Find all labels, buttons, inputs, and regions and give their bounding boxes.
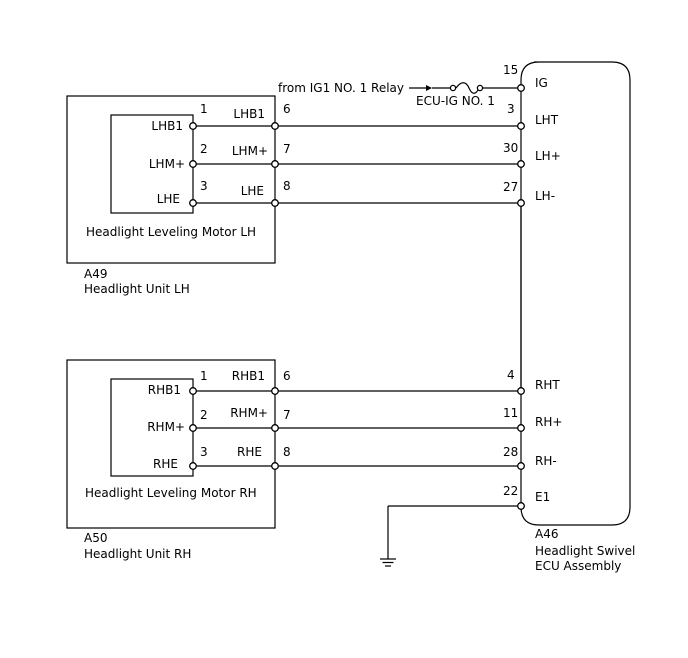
arrow-right-icon (426, 85, 432, 91)
motor-pin-number: 2 (200, 408, 208, 422)
ecu-pin-number: 30 (503, 141, 518, 155)
ecu-pin-number: 15 (503, 63, 518, 77)
terminal-pin (517, 502, 525, 510)
ecu-terminal-label: LH+ (535, 149, 561, 163)
ecu-pin-number: 11 (503, 406, 518, 420)
unit-terminal-label: LHE (241, 184, 264, 198)
ig-feed: from IG1 NO. 1 Relay ECU-IG NO. 1 (278, 81, 521, 108)
terminal-pin (189, 462, 197, 470)
motor-pin-number: 1 (200, 102, 208, 116)
motor-terminal-label: RHB1 (148, 383, 181, 397)
ecu-name-line2: ECU Assembly (535, 559, 621, 573)
terminal-pin (189, 122, 197, 130)
motor-pin-number: 3 (200, 445, 208, 459)
motor-name: Headlight Leveling Motor LH (86, 225, 256, 239)
terminal-pin (271, 387, 279, 395)
motor-pin-number: 2 (200, 142, 208, 156)
terminal-pin (271, 199, 279, 207)
ecu-connector-id: A46 (535, 527, 558, 541)
unit-name: Headlight Unit LH (84, 282, 190, 296)
ecu-terminal-label: IG (535, 76, 548, 90)
unit-pin-number: 6 (283, 369, 291, 383)
rh-unit-a50: RHB1 1 RHB1 6 RHM+ 2 RHM+ 7 RHE 3 RHE 8 … (66, 359, 525, 561)
unit-pin-number: 8 (283, 179, 291, 193)
ecu-terminal-label: LH- (535, 189, 555, 203)
unit-pin-number: 8 (283, 445, 291, 459)
terminal-pin (517, 462, 525, 470)
unit-name: Headlight Unit RH (84, 547, 191, 561)
ecu-terminal-label: RHT (535, 378, 560, 392)
ecu-terminal-label: RH+ (535, 415, 562, 429)
motor-pin-number: 1 (200, 369, 208, 383)
ground-icon (380, 558, 396, 567)
ecu-pin-number: 4 (507, 368, 515, 382)
fuse-label: ECU-IG NO. 1 (416, 94, 495, 108)
motor-terminal-label: RHE (153, 457, 178, 471)
ecu-a46: 15 IG 3 LHT 30 LH+ 27 LH- 4 RHT 11 RH+ 2… (503, 61, 635, 573)
unit-terminal-label: LHB1 (233, 107, 265, 121)
terminal-pin (189, 424, 197, 432)
unit-pin-number: 7 (283, 142, 291, 156)
ground-circuit (380, 502, 525, 567)
terminal-pin (517, 122, 525, 130)
terminal-pin (517, 84, 525, 92)
terminal-pin (189, 199, 197, 207)
motor-pin-number: 3 (200, 179, 208, 193)
motor-terminal-label: LHE (157, 192, 180, 206)
terminal-pin (517, 160, 525, 168)
unit-pin-number: 7 (283, 408, 291, 422)
terminal-pin (189, 387, 197, 395)
unit-pin-number: 6 (283, 102, 291, 116)
unit-terminal-label: RHM+ (230, 406, 268, 420)
ecu-pin-number: 27 (503, 180, 518, 194)
motor-terminal-label: LHB1 (151, 119, 183, 133)
ecu-pin-number: 3 (507, 102, 515, 116)
unit-terminal-label: RHE (237, 445, 262, 459)
terminal-pin (517, 424, 525, 432)
terminal-pin (517, 387, 525, 395)
ecu-body (520, 61, 631, 526)
ecu-terminal-label: RH- (535, 454, 557, 468)
relay-source-label: from IG1 NO. 1 Relay (278, 81, 404, 95)
terminal-pin (271, 160, 279, 168)
fuse-icon (455, 82, 480, 94)
unit-connector-id: A50 (84, 531, 107, 545)
terminal-pin (271, 424, 279, 432)
unit-terminal-label: RHB1 (232, 369, 265, 383)
lh-unit-a49: LHB1 1 LHB1 6 LHM+ 2 LHM+ 7 LHE 3 LHE 8 … (66, 95, 525, 296)
lh-unit-body (66, 95, 276, 264)
ecu-pin-number: 22 (503, 484, 518, 498)
motor-terminal-label: RHM+ (147, 420, 185, 434)
terminal-pin (189, 160, 197, 168)
ecu-terminal-label: E1 (535, 490, 550, 504)
rh-unit-body (66, 359, 276, 529)
motor-terminal-label: LHM+ (149, 157, 185, 171)
unit-connector-id: A49 (84, 267, 107, 281)
ecu-pin-number: 28 (503, 445, 518, 459)
unit-terminal-label: LHM+ (232, 144, 268, 158)
terminal-pin (517, 199, 525, 207)
terminal-pin (271, 122, 279, 130)
motor-name: Headlight Leveling Motor RH (85, 486, 257, 500)
ecu-terminal-label: LHT (535, 113, 559, 127)
terminal-pin (271, 462, 279, 470)
ecu-name-line1: Headlight Swivel (535, 544, 635, 558)
